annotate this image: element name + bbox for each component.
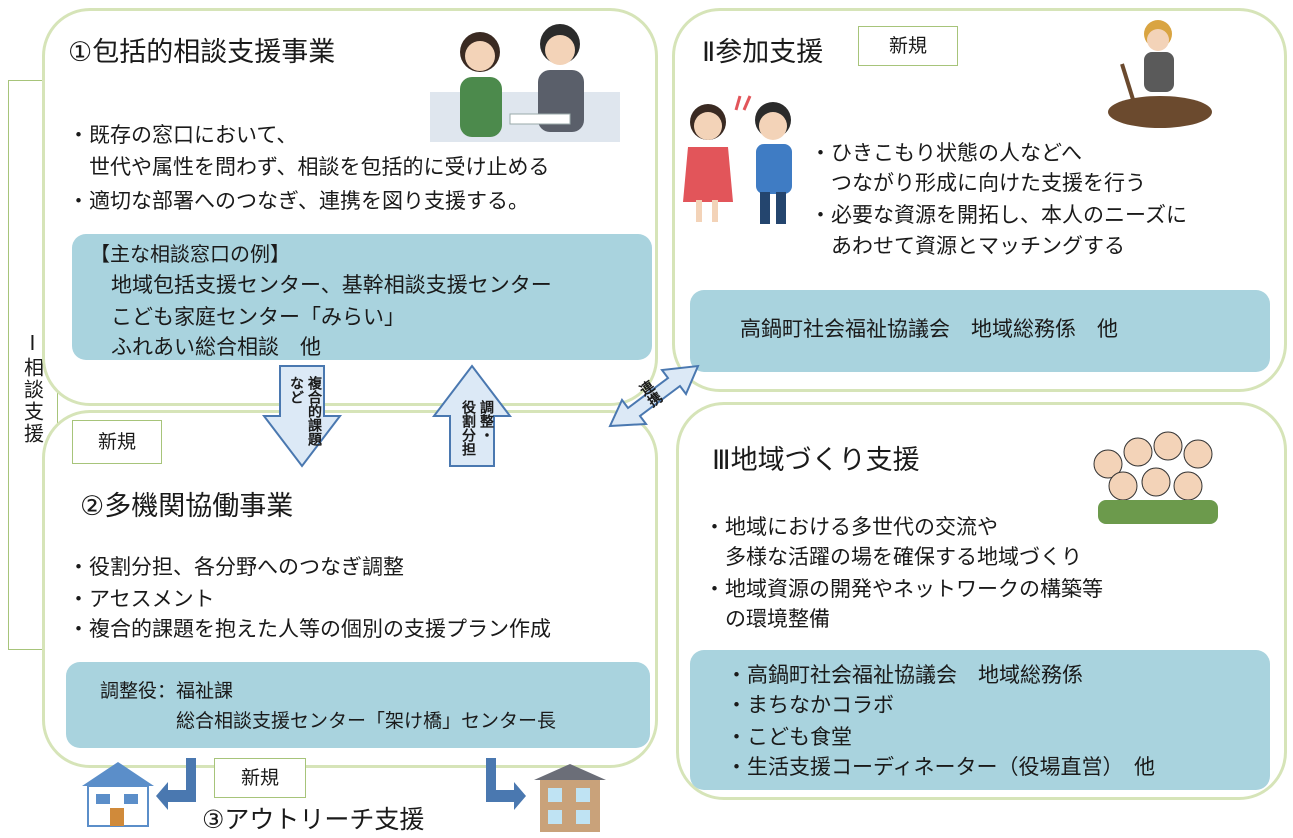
panel3-info-box: [66, 662, 650, 748]
down-arrow-label-b: など: [288, 376, 304, 404]
up-arrow-label-a: 調整・: [478, 400, 494, 442]
panel4-info-box: [690, 650, 1270, 790]
panel3-bullet: ・役割分担、各分野へのつなぎ調整: [68, 555, 404, 579]
side-label: Ⅰ相談支援: [20, 331, 45, 445]
panel3-new-tag: 新規: [72, 420, 162, 464]
panel3-box-line: 総合相談支援センター「架け橋」センター長: [100, 710, 557, 732]
panel1-bullet: 世代や属性を問わず、相談を包括的に受け止める: [68, 155, 550, 179]
panel4-box-line: ・まちなかコラボ: [726, 693, 894, 717]
panel4-title: Ⅲ地域づくり支援: [712, 445, 920, 476]
arrow-to-left-house: [156, 758, 196, 810]
panel1-box-line: ふれあい総合相談 他: [90, 335, 321, 359]
down-arrow: [261, 365, 343, 468]
panel1-bullet: ・既存の窓口において、: [68, 123, 298, 147]
link-arrow: [608, 364, 700, 428]
panel1-title: ①包括的相談支援事業: [68, 37, 336, 68]
panel4-bullet: ・地域資源の開発やネットワークの構築等: [704, 577, 1103, 601]
panel2-bullet: ・必要な資源を開拓し、本人のニーズに: [810, 203, 1187, 227]
panel2-new-tag: 新規: [858, 26, 958, 66]
house-left-icon: [82, 762, 154, 827]
panel1-box-line: こども家庭センター「みらい」: [90, 305, 405, 329]
outreach-title: ③アウトリーチ支援: [202, 805, 425, 834]
panel3-bullet: ・複合的課題を抱えた人等の個別の支援プラン作成: [68, 617, 551, 641]
panel2-bullet: つながり形成に向けた支援を行う: [810, 171, 1146, 195]
arrow-to-right-building: [486, 758, 526, 810]
panel4-box-line: ・生活支援コーディネーター（役場直営） 他: [726, 755, 1156, 779]
panel2-box-text: 高鍋町社会福祉協議会 地域総務係 他: [740, 317, 1118, 341]
crowd-illustration: [1093, 431, 1218, 524]
consultation-illustration: [430, 24, 620, 142]
panel4-box-line: ・こども食堂: [726, 725, 852, 749]
down-arrow-label-a: 複合的課題: [306, 376, 322, 446]
up-arrow-label-b: 役割分担: [460, 400, 476, 456]
panel2-title: Ⅱ参加支援: [702, 37, 824, 68]
panel4-box-line: ・高鍋町社会福祉協議会 地域総務係: [726, 663, 1083, 687]
panel2-info-box: [690, 290, 1270, 372]
high-five-illustration: [683, 95, 792, 224]
panel1-box-line: 【主な相談窓口の例】: [90, 242, 290, 266]
farmer-illustration: [1108, 20, 1212, 128]
panel1-box-line: 地域包括支援センター、基幹相談支援センター: [90, 273, 552, 297]
panel4-bullet: 多様な活躍の場を確保する地域づくり: [704, 545, 1082, 569]
up-arrow: [431, 364, 513, 467]
panel1-info-box: [72, 234, 652, 360]
apartment-icon: [534, 764, 606, 832]
panel4-bullet: ・地域における多世代の交流や: [704, 515, 998, 539]
panel3-bullet: ・アセスメント: [68, 587, 215, 611]
panel2-bullet: あわせて資源とマッチングする: [810, 234, 1125, 258]
outreach-new-tag: 新規: [214, 758, 306, 798]
panel2-bullet: ・ひきこもり状態の人などへ: [810, 141, 1082, 165]
panel1-bullet: ・適切な部署へのつなぎ、連携を図り支援する。: [68, 189, 529, 213]
panel4-bullet: の環境整備: [704, 607, 830, 631]
panel3-box-line: 調整役：福祉課: [100, 680, 234, 702]
panel3-title: ②多機関協働事業: [80, 491, 294, 522]
